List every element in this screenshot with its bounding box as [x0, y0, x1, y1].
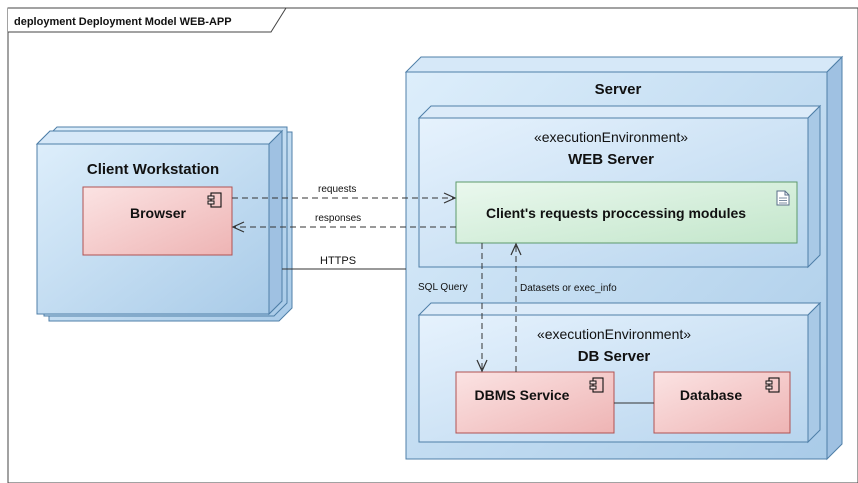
dbms-service-component[interactable]: DBMS Service — [455, 371, 615, 434]
browser-label: Browser — [130, 205, 187, 221]
database-component[interactable]: Database — [653, 371, 791, 434]
requests-connector[interactable]: requests — [232, 184, 457, 204]
diagram-frame: deployment Deployment Model WEB-APP — [7, 7, 858, 483]
db-server-stereotype: «executionEnvironment» — [537, 326, 691, 342]
database-label: Database — [680, 387, 742, 403]
responses-label: responses — [315, 213, 361, 224]
frame-title: deployment Deployment Model WEB-APP — [14, 16, 232, 28]
https-label: HTTPS — [320, 255, 356, 267]
request-modules-artifact[interactable]: Client's requests proccessing modules — [455, 181, 798, 244]
sql-query-label: SQL Query — [418, 282, 468, 293]
component-icon — [765, 377, 780, 393]
component-icon — [207, 192, 222, 208]
sql-query-connector[interactable]: SQL Query — [418, 243, 488, 373]
responses-connector[interactable]: responses — [231, 213, 456, 233]
dbms-service-label: DBMS Service — [475, 387, 570, 403]
server-title: Server — [595, 81, 642, 98]
component-icon — [589, 377, 604, 393]
web-server-stereotype: «executionEnvironment» — [534, 129, 688, 145]
datasets-connector[interactable]: Datasets or exec_info — [510, 242, 617, 372]
web-server-title: WEB Server — [568, 151, 654, 168]
requests-label: requests — [318, 184, 356, 195]
db-server-title: DB Server — [578, 348, 651, 365]
https-link[interactable]: HTTPS — [282, 255, 406, 270]
datasets-label: Datasets or exec_info — [520, 283, 617, 294]
request-modules-label: Client's requests proccessing modules — [486, 205, 746, 221]
document-icon — [776, 190, 790, 206]
browser-component[interactable]: Browser — [82, 186, 233, 256]
client-workstation-title: Client Workstation — [87, 161, 219, 178]
